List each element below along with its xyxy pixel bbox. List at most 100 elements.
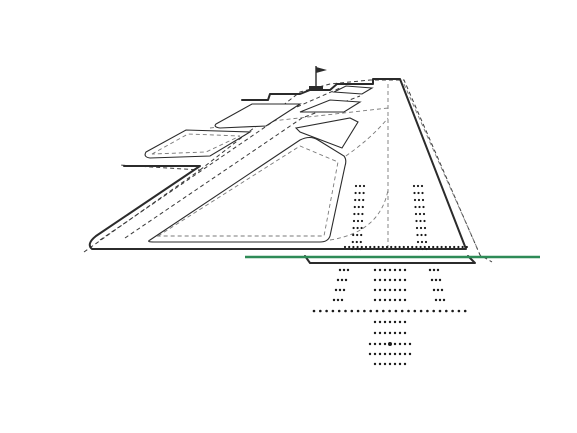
approach-centerline-light: [383, 362, 387, 366]
threshold-light: [444, 245, 447, 249]
touchdown-light: [352, 233, 355, 237]
touchdown-light: [413, 198, 417, 202]
touchdown-light: [419, 219, 422, 223]
threshold-light: [394, 245, 397, 249]
touchdown-light: [415, 226, 419, 230]
threshold-light: [436, 245, 439, 249]
approach-crossbar-light: [400, 309, 404, 313]
approach-centerline-light: [398, 331, 402, 335]
touchdown-light: [414, 205, 417, 209]
approach-crossbar-light: [457, 309, 461, 313]
approach-centerline-light: [388, 362, 392, 366]
threshold-light: [411, 245, 414, 249]
approach-centerline-light: [408, 342, 412, 346]
touchdown-light: [417, 247, 420, 251]
approach-centerline-light: [388, 352, 392, 356]
threshold-light: [343, 245, 347, 249]
touchdown-light: [355, 240, 358, 244]
approach-light: [334, 288, 338, 292]
approach-light: [403, 268, 407, 272]
approach-centerline-light: [378, 342, 382, 346]
approach-centerline-light: [393, 352, 397, 356]
approach-centerline-light: [383, 320, 387, 324]
apron-pad-right: [294, 117, 359, 149]
threshold-light: [360, 245, 363, 249]
touchdown-light: [356, 233, 359, 237]
approach-centerline-light: [373, 362, 377, 366]
touchdown-light: [423, 226, 427, 230]
touchdown-light: [351, 247, 354, 251]
approach-light: [332, 298, 336, 302]
approach-light: [388, 268, 392, 272]
threshold-light: [398, 245, 401, 249]
taxiway-curve-2: [339, 117, 389, 161]
approach-light: [393, 268, 397, 272]
threshold-light: [369, 245, 372, 249]
windsock-icon: [309, 66, 327, 90]
touchdown-light: [418, 212, 422, 216]
approach-light: [383, 298, 387, 302]
approach-light: [373, 298, 377, 302]
touchdown-light: [360, 233, 363, 237]
approach-light: [373, 278, 377, 282]
approach-crossbar-light: [312, 309, 316, 313]
threshold-light: [457, 245, 460, 249]
approach-light: [378, 298, 382, 302]
touchdown-light: [413, 191, 416, 195]
touchdown-light: [418, 205, 421, 209]
approach-centerline-light: [393, 362, 397, 366]
approach-centerline-light: [403, 362, 407, 366]
touchdown-light: [415, 219, 418, 223]
threshold-light: [352, 245, 355, 249]
touchdown-light: [354, 191, 357, 195]
approach-crossbar-light: [350, 309, 354, 313]
apron-pad-large-dashed: [156, 145, 339, 237]
approach-centerline-light: [383, 342, 387, 346]
approach-centerline-light: [373, 320, 377, 324]
approach-centerline-light: [403, 342, 407, 346]
threshold-light: [440, 245, 443, 249]
threshold-light: [381, 245, 384, 249]
approach-light: [373, 268, 377, 272]
threshold-light: [419, 245, 422, 249]
approach-crossbar-light: [331, 309, 335, 313]
approach-light: [403, 298, 407, 302]
threshold-light: [406, 245, 410, 249]
approach-light: [398, 288, 402, 292]
approach-crossbar-light: [451, 309, 454, 313]
touchdown-light: [353, 205, 356, 209]
threshold-light: [364, 245, 368, 249]
approach-light: [442, 298, 446, 302]
threshold-light: [390, 245, 393, 249]
approach-centerline-light: [398, 362, 402, 366]
touchdown-light: [416, 184, 420, 188]
approach-light: [388, 288, 392, 292]
approach-light: [383, 288, 387, 292]
approach-crossbar-light: [426, 309, 429, 313]
touchdown-light: [423, 219, 426, 223]
runway-outline: [88, 78, 467, 250]
approach-centerline-light: [378, 320, 382, 324]
touchdown-light: [353, 212, 356, 216]
approach-light: [428, 268, 432, 272]
approach-centerline-light: [378, 331, 382, 335]
approach-crossbar-light: [369, 309, 373, 313]
taxiway-curve: [329, 189, 389, 241]
threshold-light: [402, 245, 405, 249]
approach-centerline-light: [398, 320, 402, 324]
touchdown-light: [360, 219, 364, 223]
touchdown-light: [358, 184, 362, 188]
approach-centerline-light: [403, 352, 407, 356]
approach-centerline-light: [403, 331, 407, 335]
touchdown-light: [420, 240, 424, 244]
approach-centerline-light: [398, 352, 402, 356]
outer-perimeter-dashed: [83, 79, 493, 263]
approach-light: [373, 288, 377, 292]
approach-light: [338, 288, 342, 292]
approach-light: [438, 298, 442, 302]
approach-light: [383, 268, 387, 272]
approach-light: [388, 298, 392, 302]
touchdown-light: [360, 226, 363, 230]
approach-centerline-light: [368, 352, 372, 356]
approach-light: [432, 268, 436, 272]
